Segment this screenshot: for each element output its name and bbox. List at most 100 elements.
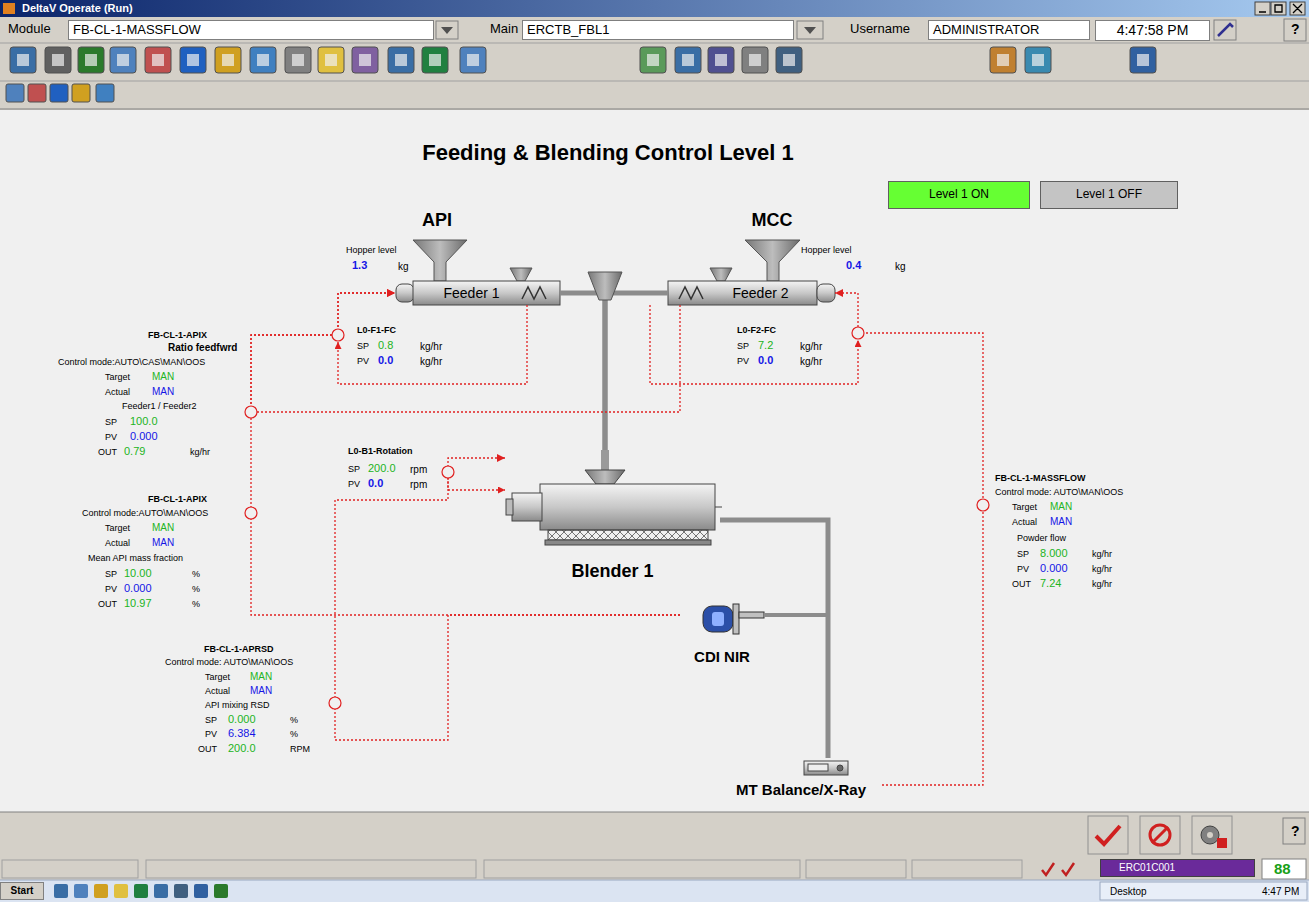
blender-drawing (506, 450, 722, 545)
feedback-line (650, 305, 858, 384)
toolbar (441, 27, 453, 34)
label-text: 0.4 (846, 259, 861, 272)
label-text: MCC (752, 210, 793, 231)
label-text: PV (737, 356, 749, 366)
toolbar (0, 81, 1309, 82)
junction-circle (245, 406, 257, 418)
toolbar-icon (152, 54, 164, 66)
toolbar-icon (250, 47, 276, 73)
toolbar-icon (180, 47, 206, 73)
blender-drawing (540, 484, 715, 530)
label-text: kg/hr (800, 356, 822, 368)
label-text: SP (1017, 549, 1029, 559)
label-text: 200.0 (228, 742, 256, 755)
box-text: MT Balance/X-Ray (736, 781, 866, 798)
label-text: SP (105, 417, 117, 427)
label-text: 10.97 (124, 597, 152, 610)
feeder-drawing (396, 284, 414, 302)
label-text: PV (357, 356, 369, 366)
alarm-panel (0, 812, 1309, 813)
feeder: Feeder 1 (395, 281, 560, 305)
box-text: CDI NIR (694, 648, 750, 665)
taskbar-icon (174, 884, 188, 898)
toolbar-icon (215, 47, 241, 73)
balance: MT Balance/X-Ray (732, 758, 882, 798)
toolbar-icon (783, 54, 795, 66)
toolbar (0, 17, 1309, 110)
toolbar-icon (388, 47, 414, 73)
alarm-panel (1192, 816, 1232, 854)
status-bar (912, 860, 1022, 878)
toolbar-icon (78, 47, 104, 73)
feeder-drawing (396, 281, 835, 305)
blender-drawing (585, 470, 625, 484)
label-text: 200.0 (368, 462, 396, 475)
label-text: kg (398, 261, 409, 273)
toolbar-icon (742, 47, 768, 73)
toolbar-icon (395, 54, 407, 66)
label-text: 6.384 (228, 727, 256, 740)
toolbar-icon (647, 54, 659, 66)
box-text: Level 1 OFF (1076, 188, 1142, 202)
label-text: RPM (290, 744, 310, 754)
label-text: 100.0 (130, 415, 158, 428)
toolbar-icon (96, 84, 114, 102)
label-text: Powder flow (1017, 533, 1066, 543)
box-text: ERCTB_FBL1 (527, 23, 609, 38)
label-text: OUT (198, 744, 217, 754)
nir-probe (733, 604, 739, 634)
label-text: Module (8, 22, 51, 37)
label-text: DeltaV Operate (Run) (22, 2, 133, 15)
taskbar (1100, 882, 1307, 900)
hopper (745, 240, 800, 281)
label-text: 0.79 (124, 445, 145, 458)
label-text: % (290, 715, 298, 725)
label-text: 88 (1274, 860, 1291, 877)
balance-icon (837, 765, 843, 771)
junction-circle (332, 329, 344, 341)
feedback-line (448, 478, 505, 490)
status-bar (2, 860, 138, 878)
label-text: kg/hr (1092, 549, 1112, 559)
label-text: 0.0 (368, 477, 383, 490)
label-text: Control mode:AUTO\CAS\MAN\OOS (58, 357, 205, 367)
taskbar-icon (214, 884, 228, 898)
junction-circle (442, 466, 454, 478)
title-bar (1259, 4, 1302, 13)
label-text: SP (205, 715, 217, 725)
toolbar-icon (429, 54, 441, 66)
label-text: 4:47 PM (1262, 886, 1299, 898)
toolbar-icon (1130, 47, 1156, 73)
balance-icon (804, 761, 848, 775)
label-text: PV (348, 479, 360, 489)
blender: Blender 1 (505, 450, 720, 582)
label-text: MAN (1050, 501, 1072, 513)
label-text: Actual (105, 538, 130, 548)
title-bar (1290, 2, 1305, 15)
label-text: 0.000 (228, 713, 256, 726)
taskbar-icon (114, 884, 128, 898)
hopper (413, 240, 800, 281)
label-text: Actual (105, 387, 130, 397)
alarm-panel (1283, 818, 1305, 844)
status-bar (0, 858, 1309, 880)
display-title: Feeding & Blending Control Level 1 (422, 140, 794, 165)
label-text: kg/hr (800, 341, 822, 353)
toolbar-icon (10, 47, 36, 73)
label-text: % (192, 584, 200, 594)
status-bar (0, 858, 1309, 880)
taskbar-icon (94, 884, 108, 898)
status-bar (484, 860, 800, 878)
toolbar-icon (1032, 54, 1044, 66)
taskbar-icon (194, 884, 208, 898)
nir-probe (764, 613, 828, 617)
hopper (413, 240, 467, 281)
label-text: 0.000 (1040, 562, 1068, 575)
label-text: kg/hr (1092, 579, 1112, 589)
box-text: ADMINISTRATOR (933, 23, 1039, 38)
taskbar-icon (134, 884, 148, 898)
label-text: 7.2 (758, 339, 773, 352)
label-text: FB-CL-1-APIX (148, 330, 207, 340)
junction-circle (329, 697, 341, 709)
